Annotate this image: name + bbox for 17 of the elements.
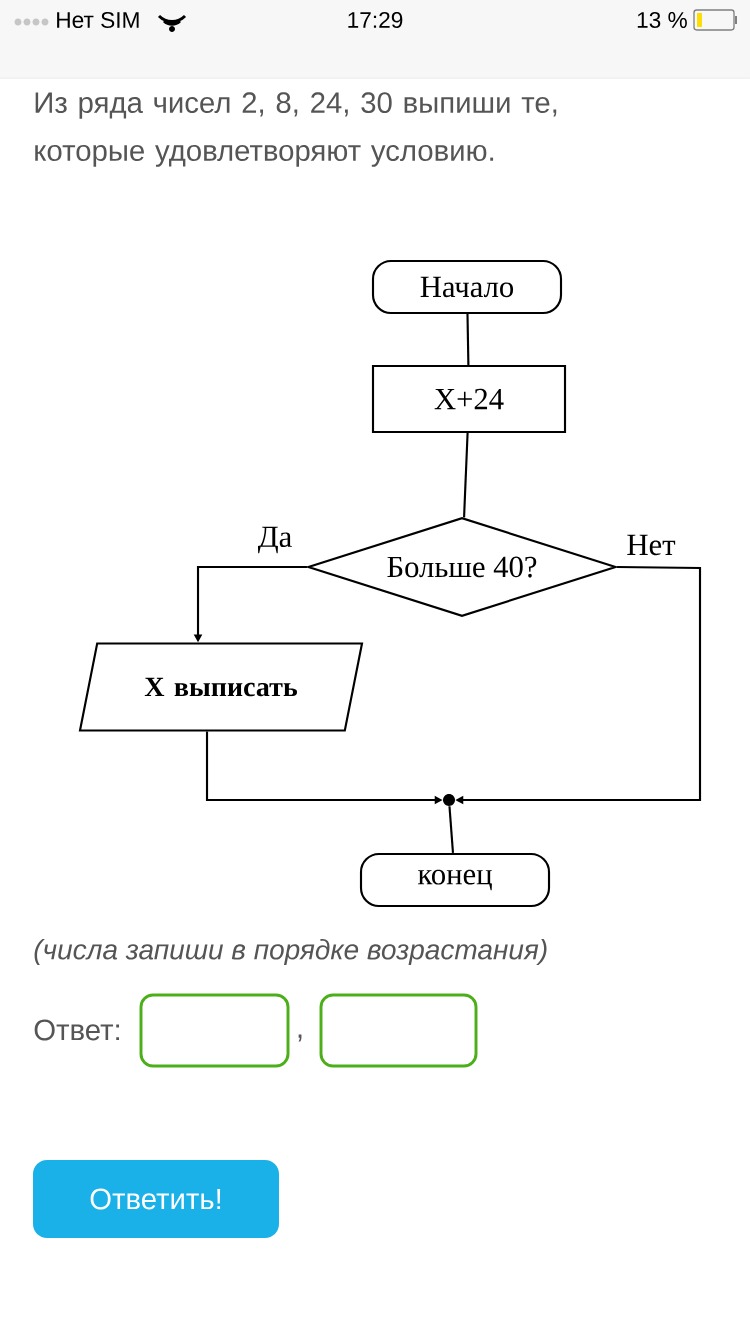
battery-percent: 13 % — [637, 11, 687, 29]
hint-text: (числа запиши в порядке возрастания) — [34, 938, 547, 966]
output-parallelogram: X выписать — [78, 642, 364, 732]
edge-label: Нет — [625, 533, 677, 557]
connector — [448, 806, 455, 854]
connector — [463, 433, 469, 518]
connector — [466, 314, 470, 365]
clock-time: 17:29 — [348, 11, 403, 29]
carrier-status: Нет SIM — [57, 11, 139, 29]
terminal-box: конец — [359, 852, 551, 908]
process-box: X+24 — [371, 364, 567, 434]
answer-label: Ответ: — [34, 1019, 120, 1041]
answer-button: Ответить! — [33, 1160, 279, 1238]
edge-label: Да — [256, 525, 294, 555]
terminal-box: Начало — [371, 259, 563, 315]
comma: , — [298, 1034, 302, 1042]
question-text: Из ряда чисел 2, 8, 24, 30 выпиши те, которые удовлетворяют условию. — [35, 92, 557, 167]
